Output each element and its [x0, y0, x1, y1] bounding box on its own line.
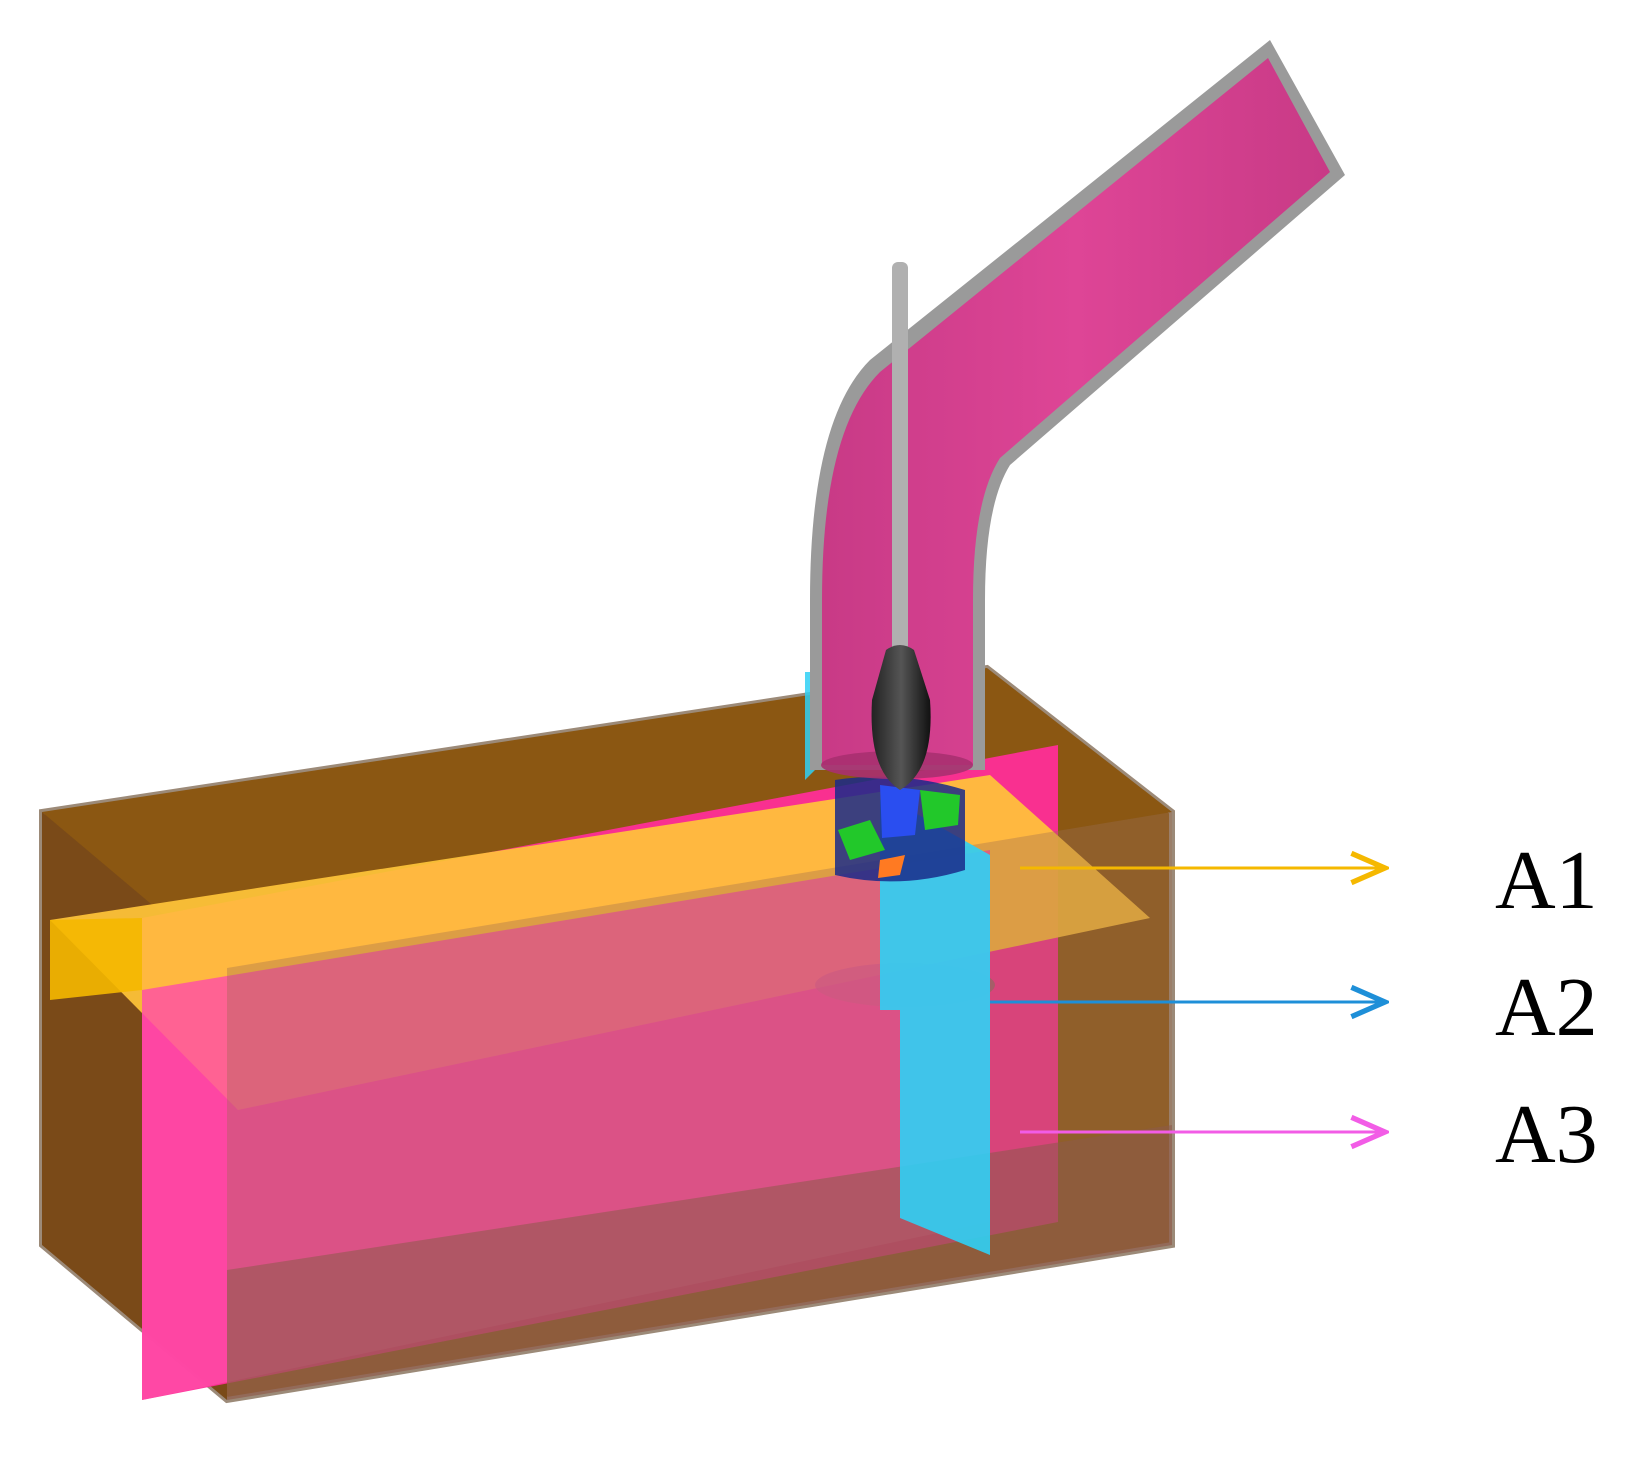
flow-orange — [878, 855, 905, 878]
flow-green-2 — [920, 790, 960, 830]
plane-a1-left-edge — [50, 918, 142, 1000]
flow-green-1 — [838, 820, 885, 860]
label-a2: A2 — [1495, 961, 1598, 1054]
label-a1: A1 — [1495, 834, 1598, 927]
flow-pattern — [835, 776, 965, 882]
plane-a2-surface — [880, 800, 990, 1255]
stopper-rod-tip — [871, 645, 931, 790]
label-a3: A3 — [1495, 1088, 1598, 1181]
ladle-shroud — [810, 40, 1345, 779]
flow-blue — [880, 785, 920, 838]
stopper-rod-shaft — [892, 262, 908, 652]
shroud-flow — [822, 58, 1330, 765]
stopper-rod — [871, 262, 931, 790]
